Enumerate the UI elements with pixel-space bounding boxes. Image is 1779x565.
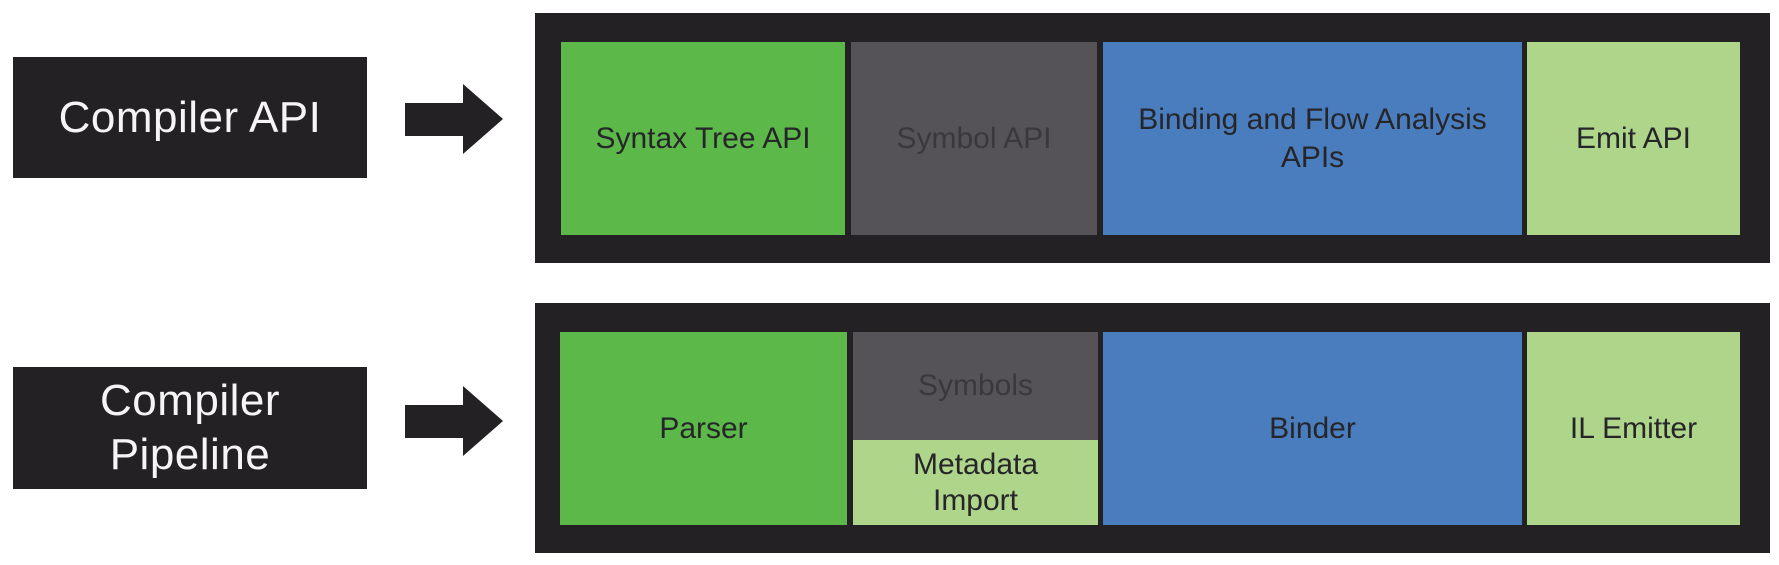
box-emit-api: Emit API — [1527, 42, 1740, 235]
symbols-metadata-split-cell: Symbols Metadata Import — [853, 332, 1098, 525]
box-syntax-tree-api: Syntax Tree API — [561, 42, 845, 235]
box-parser: Parser — [560, 332, 847, 525]
box-il-emitter-label: IL Emitter — [1569, 411, 1698, 445]
label-compiler-api-text: Compiler API — [58, 92, 322, 142]
label-compiler-pipeline-text: Compiler Pipeline — [99, 376, 281, 479]
right-arrow-icon — [405, 84, 503, 154]
box-il-emitter: IL Emitter — [1527, 332, 1740, 525]
box-symbols-label: Symbols — [917, 369, 1034, 402]
label-compiler-pipeline: Compiler Pipeline — [13, 367, 367, 489]
label-compiler-api: Compiler API — [13, 57, 367, 178]
box-binding-flow-analysis-apis: Binding and Flow Analysis APIs — [1103, 42, 1522, 235]
box-binder-label: Binder — [1269, 411, 1356, 445]
compiler-api-container: Syntax Tree API Symbol API Binding and F… — [535, 13, 1770, 263]
box-metadata-import-label: Metadata Import — [912, 447, 1039, 517]
box-symbol-api: Symbol API — [851, 42, 1097, 235]
box-binder: Binder — [1103, 332, 1522, 525]
box-emit-api-label: Emit API — [1575, 121, 1692, 155]
compiler-pipeline-container: Parser Symbols Metadata Import Binder IL… — [535, 303, 1770, 553]
right-arrow-icon — [405, 386, 503, 456]
right-arrow-shape — [405, 84, 503, 154]
box-symbol-api-label: Symbol API — [896, 121, 1052, 155]
box-binding-flow-analysis-apis-label: Binding and Flow Analysis APIs — [1138, 103, 1487, 174]
right-arrow-shape — [405, 386, 503, 456]
box-syntax-tree-api-label: Syntax Tree API — [595, 121, 811, 155]
box-symbols: Symbols — [853, 332, 1098, 440]
box-metadata-import: Metadata Import — [853, 440, 1098, 525]
box-parser-label: Parser — [659, 411, 748, 445]
